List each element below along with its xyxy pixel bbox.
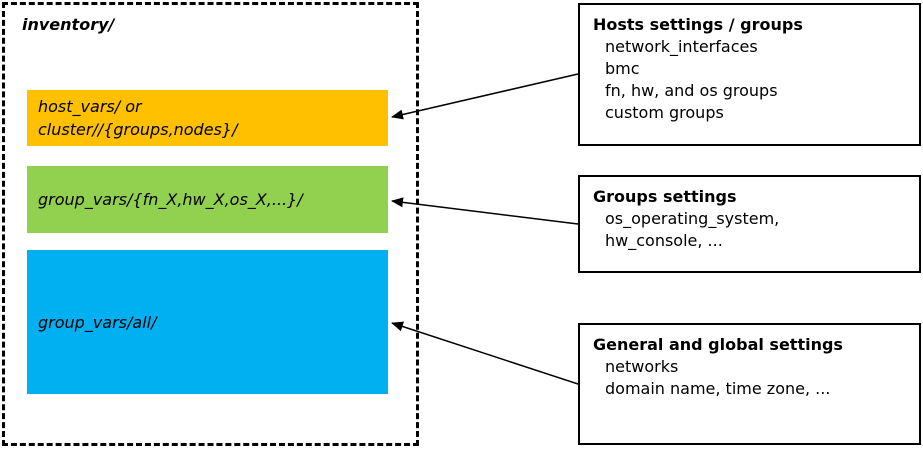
group-vars-all-box: group_vars/all/ xyxy=(27,250,388,394)
annotation-item: networks xyxy=(605,357,679,376)
groups-settings-title: Groups settings xyxy=(593,187,737,206)
groups-settings-annotation: Groups settings os_operating_system, hw_… xyxy=(578,175,921,273)
general-settings-title: General and global settings xyxy=(593,335,843,354)
annotation-item: domain name, time zone, ... xyxy=(605,379,831,398)
annotation-item: network_interfaces xyxy=(605,37,758,56)
annotation-item: custom groups xyxy=(605,103,724,122)
hosts-settings-items: network_interfaces bmc fn, hw, and os gr… xyxy=(593,36,911,124)
arrow-groups-to-group-vars xyxy=(391,197,579,225)
group-vars-label: group_vars/{fn_X,hw_X,os_X,...}/ xyxy=(38,190,303,209)
host-vars-label-line2: cluster//{groups,nodes}/ xyxy=(38,120,238,139)
hosts-settings-annotation: Hosts settings / groups network_interfac… xyxy=(578,3,921,146)
general-settings-items: networks domain name, time zone, ... xyxy=(593,356,911,400)
host-vars-box: host_vars/ or cluster//{groups,nodes}/ xyxy=(27,90,388,146)
general-settings-annotation: General and global settings networks dom… xyxy=(578,323,921,445)
arrow-general-to-group-vars-all xyxy=(391,321,579,385)
inventory-label: inventory/ xyxy=(22,15,115,34)
group-vars-box: group_vars/{fn_X,hw_X,os_X,...}/ xyxy=(27,166,388,233)
group-vars-all-label: group_vars/all/ xyxy=(38,312,157,332)
annotation-item: fn, hw, and os groups xyxy=(605,81,778,100)
annotation-item: os_operating_system, xyxy=(605,209,780,228)
arrow-hosts-to-host-vars xyxy=(391,73,579,120)
groups-settings-items: os_operating_system, hw_console, ... xyxy=(593,208,911,252)
annotation-item: hw_console, ... xyxy=(605,231,723,250)
annotation-item: bmc xyxy=(605,59,640,78)
host-vars-label-line1: host_vars/ or xyxy=(38,97,142,116)
hosts-settings-title: Hosts settings / groups xyxy=(593,15,803,34)
